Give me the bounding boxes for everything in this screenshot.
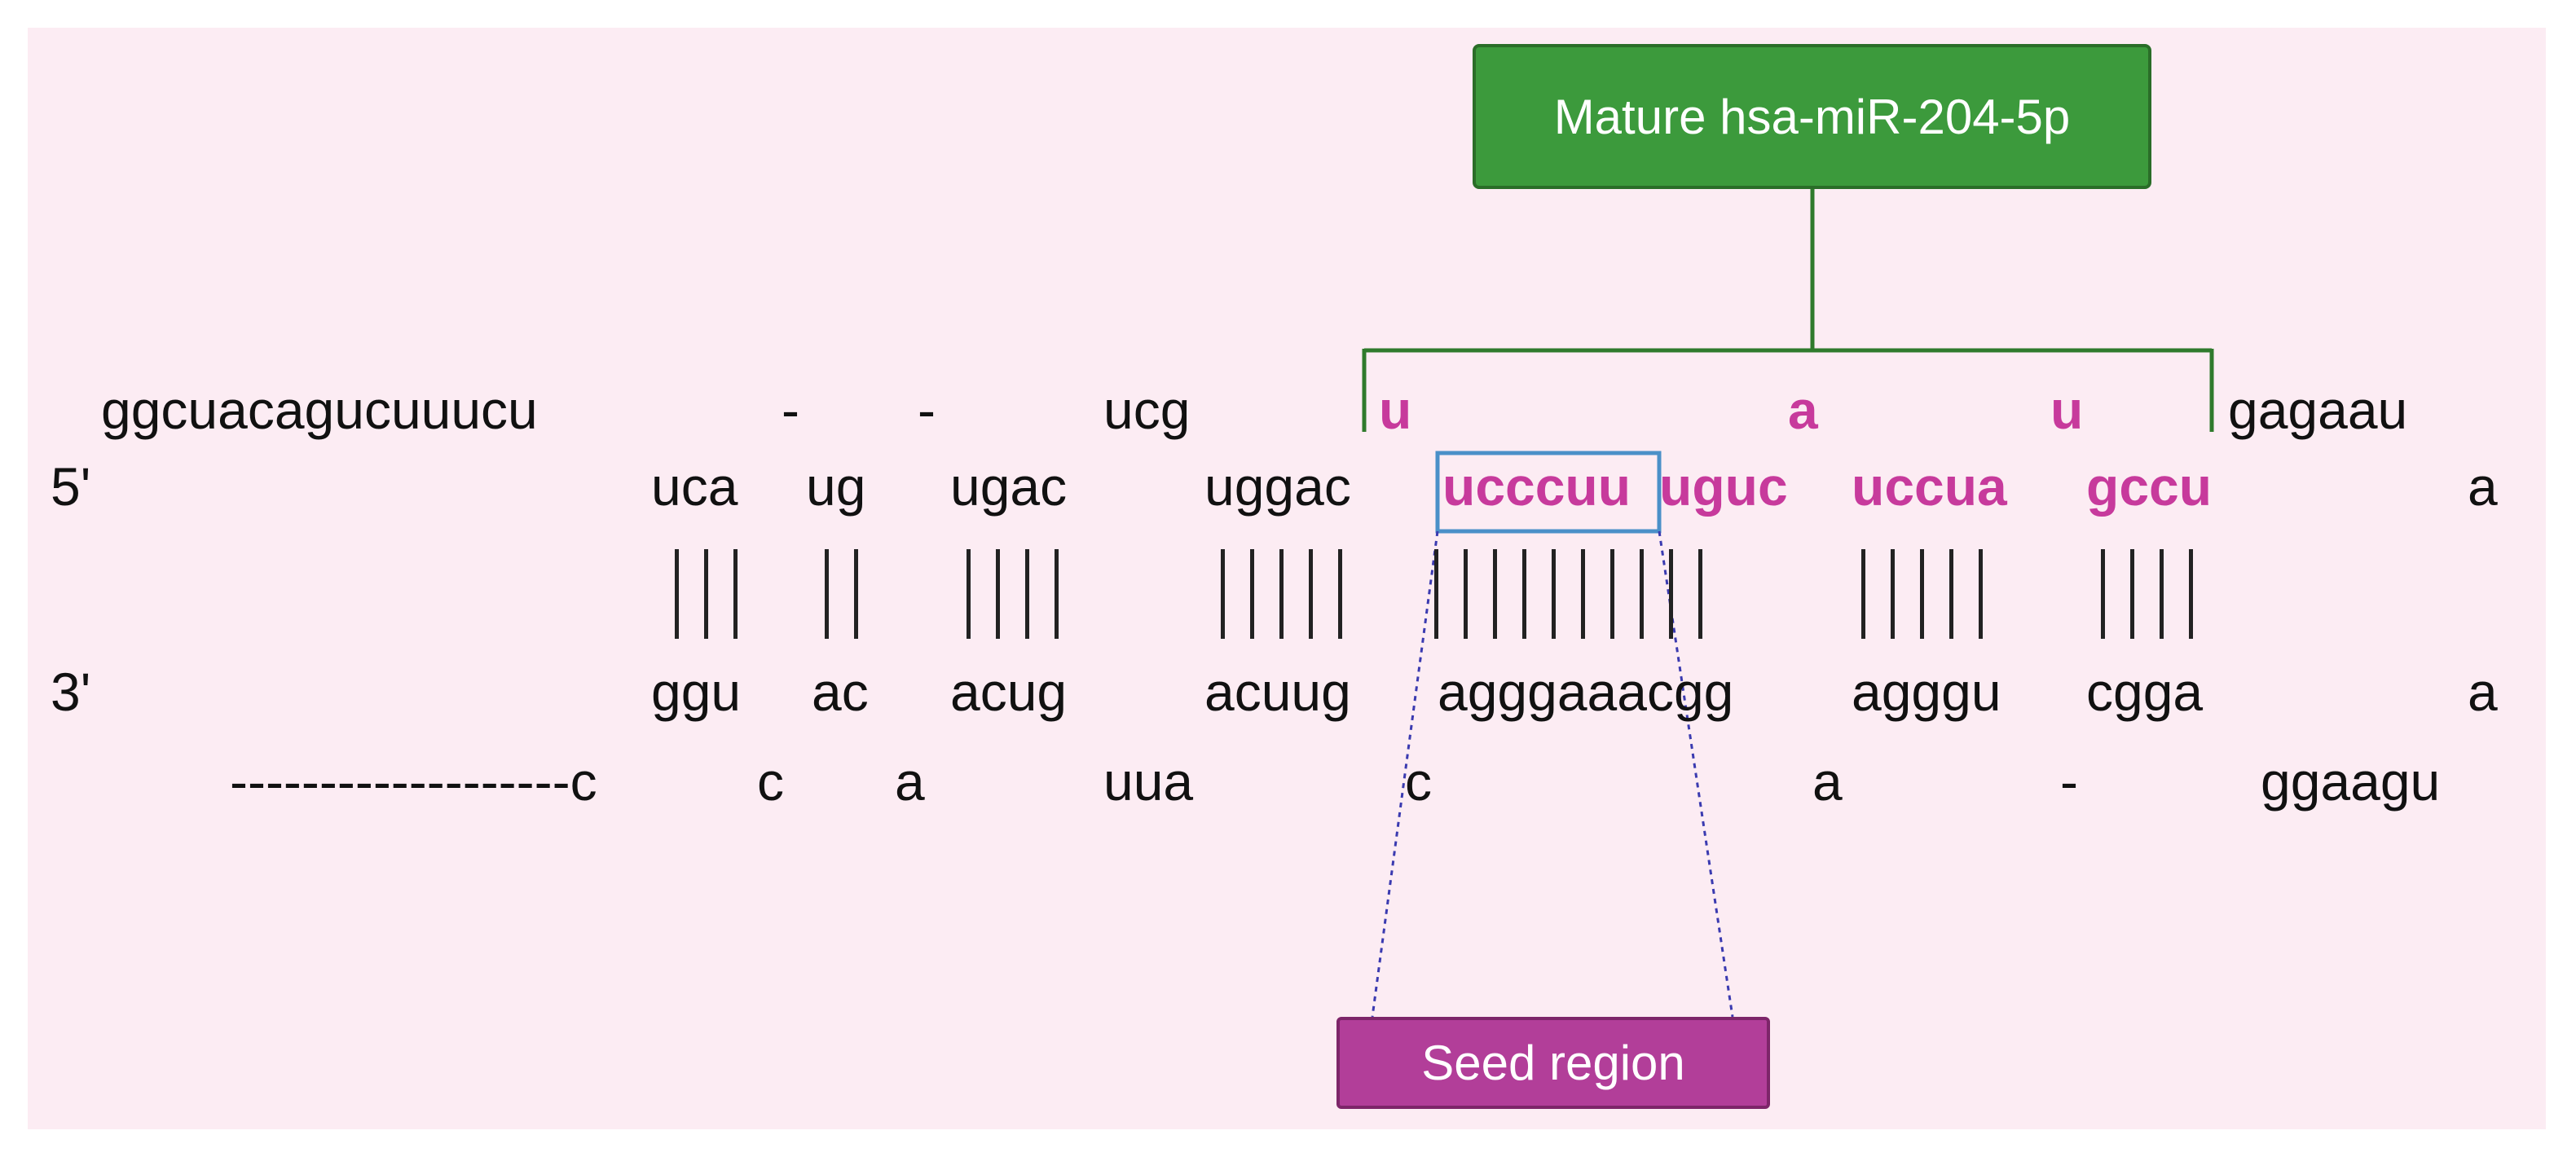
pair-bar (854, 549, 858, 639)
pair-bar (1025, 549, 1029, 639)
r2-seg-1: ug (806, 456, 866, 517)
connector-lines (1362, 189, 2214, 1018)
pair-bar (1493, 549, 1497, 639)
pair-bar (1891, 549, 1895, 639)
pair-bar (1309, 549, 1313, 639)
r5-seg-0: -------------------c (230, 751, 597, 812)
r4-seg-3: acuug (1204, 662, 1351, 722)
pair-bar (1669, 549, 1673, 639)
pair-bar (1464, 549, 1468, 639)
r5-seg-1: c (757, 751, 784, 812)
pair-bar (1949, 549, 1953, 639)
diagram-canvas: Mature hsa-miR-204-5p ggcuacagucuuucu - … (28, 28, 2546, 1129)
pair-bar (1221, 549, 1225, 639)
pair-bar (967, 549, 971, 639)
pair-bar (704, 549, 708, 639)
r2-seg-3: uggac (1204, 456, 1351, 517)
r4-seg-7: a (2468, 662, 2498, 722)
pair-bar (996, 549, 1000, 639)
seed-outline (1435, 451, 1662, 534)
r2-seg-2: ugac (950, 456, 1068, 517)
pair-bar (675, 549, 679, 639)
pair-bar (1861, 549, 1865, 639)
pair-bar (1610, 549, 1614, 639)
r4-seg-1: ac (812, 662, 869, 722)
r4-seg-0: ggu (651, 662, 742, 722)
pair-bar (1979, 549, 1983, 639)
pair-bar (2160, 549, 2164, 639)
r1-seg-4: u (1379, 380, 1412, 440)
pair-bar (1250, 549, 1254, 639)
seed-region-text: Seed region (1421, 1036, 1685, 1090)
r2-seg-4-seed: ucccuu (1442, 456, 1631, 517)
r4-seg-2: acug (950, 662, 1068, 722)
pair-bar (825, 549, 829, 639)
r5-seg-3: uua (1103, 751, 1194, 812)
pair-bar (1581, 549, 1585, 639)
pair-bar (733, 549, 738, 639)
r1-seg-0: ggcuacagucuuucu (101, 380, 538, 440)
r2-seg-8: a (2468, 456, 2498, 517)
pair-bar (2130, 549, 2134, 639)
r2-seg-5: uguc (1659, 456, 1788, 517)
r5-seg-7: ggaagu (2261, 751, 2441, 812)
pair-bar (1522, 549, 1526, 639)
r2-seg-0: uca (651, 456, 738, 517)
pair-bar (2101, 549, 2105, 639)
seed-callout-left (1371, 530, 1439, 1018)
r1-seg-5: a (1788, 380, 1818, 440)
mature-mirna-label: Mature hsa-miR-204-5p (1473, 44, 2151, 189)
three-prime-label: 3' (51, 662, 91, 722)
r1-seg-2: - (918, 380, 936, 440)
r2-seg-7: gccu (2086, 456, 2213, 517)
r4-seg-6: cgga (2086, 662, 2204, 722)
pair-bar (1698, 549, 1702, 639)
r1-seg-3: ucg (1103, 380, 1191, 440)
pair-bar (1338, 549, 1342, 639)
pair-bar (1920, 549, 1924, 639)
r5-seg-5: a (1812, 751, 1843, 812)
r4-seg-4: agggaaacgg (1438, 662, 1734, 722)
r4-seg-5: agggu (1852, 662, 2001, 722)
r5-seg-6: - (2060, 751, 2078, 812)
r1-seg-6: u (2050, 380, 2084, 440)
pair-bar (1552, 549, 1556, 639)
five-prime-label: 5' (51, 456, 91, 517)
pair-bar (2189, 549, 2193, 639)
pair-bar (1640, 549, 1644, 639)
r1-seg-7: gagaau (2228, 380, 2408, 440)
r5-seg-4: c (1405, 751, 1432, 812)
seed-region-label: Seed region (1336, 1017, 1770, 1109)
pair-bar (1279, 549, 1284, 639)
mature-mirna-text: Mature hsa-miR-204-5p (1553, 89, 2071, 144)
pair-bar (1434, 549, 1438, 639)
r1-seg-1: - (782, 380, 799, 440)
r5-seg-2: a (895, 751, 925, 812)
r2-seg-6: uccua (1852, 456, 2007, 517)
pair-bar (1055, 549, 1059, 639)
